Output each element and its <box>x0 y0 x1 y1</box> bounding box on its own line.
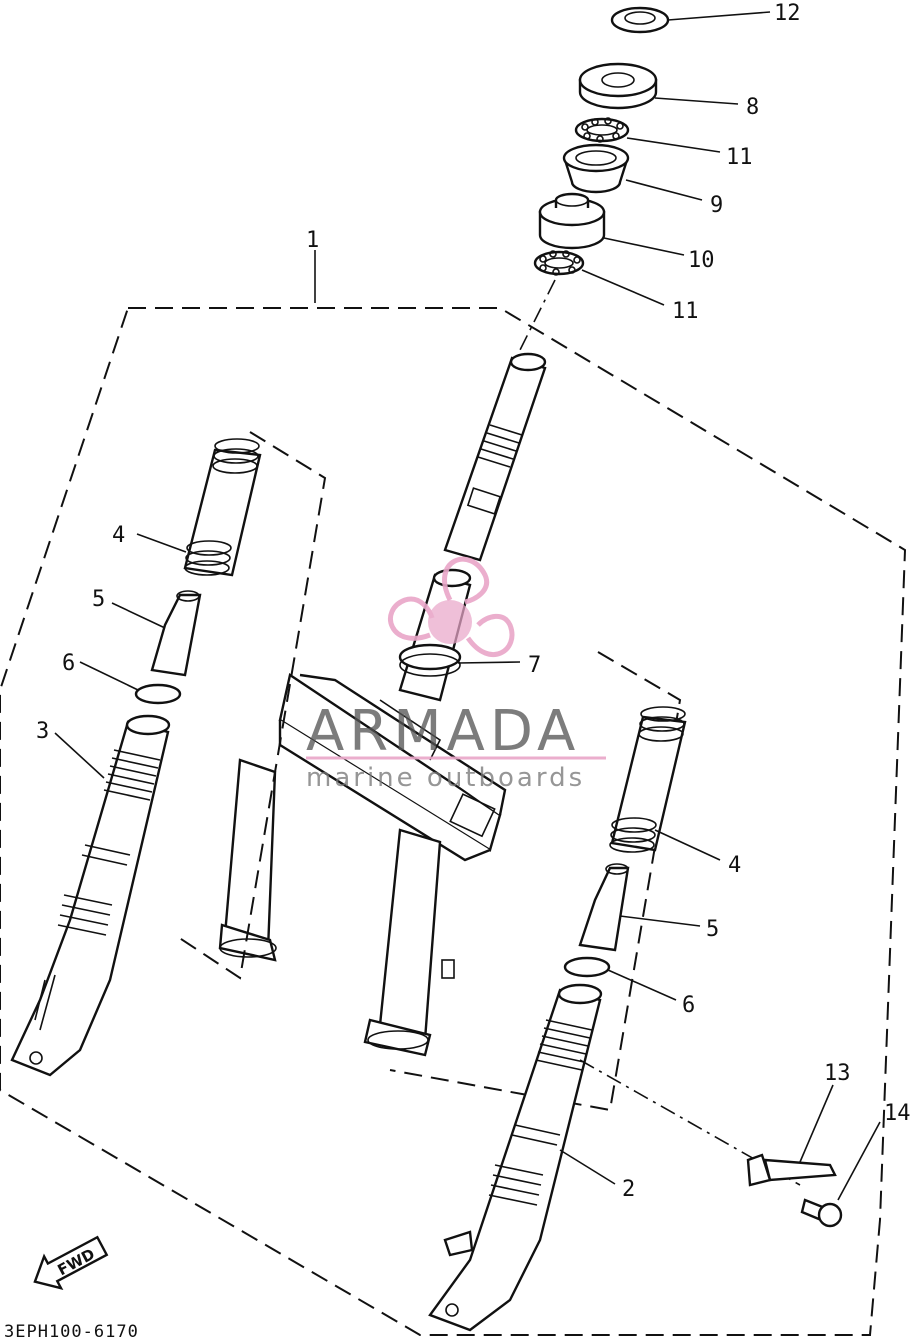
callout-3: 3 <box>36 719 49 744</box>
drawing-code: 3EPH100-6170 <box>4 1322 139 1341</box>
assembly-boundary <box>0 307 907 1336</box>
callout-5-left: 5 <box>92 587 105 612</box>
callout-12: 12 <box>774 1 801 26</box>
callout-4-right: 4 <box>728 853 741 878</box>
watermark-name: ARMADA <box>306 699 580 764</box>
bearing-race-10 <box>538 192 606 250</box>
under-bracket <box>218 673 507 1057</box>
callout-13: 13 <box>824 1061 851 1086</box>
steering-stem <box>398 352 547 702</box>
callout-6-left: 6 <box>62 651 75 676</box>
callout-4-left: 4 <box>112 523 125 548</box>
bracket-13 <box>746 1153 837 1187</box>
callout-11-upper: 11 <box>726 145 753 170</box>
bolt-14 <box>800 1198 843 1228</box>
spacer-5-left <box>150 590 202 677</box>
oring-6-right <box>563 956 611 978</box>
ball-bearing-11-upper <box>574 117 630 143</box>
callout-7: 7 <box>528 653 541 678</box>
callout-labels: 1 2 3 4 4 5 5 6 6 7 8 9 10 11 11 12 13 1… <box>36 1 911 1202</box>
watermark-tagline: marine outboards <box>306 763 585 793</box>
fwd-arrow: FWD <box>33 1235 109 1291</box>
spacer-5-right <box>578 863 630 952</box>
callout-6-right: 6 <box>682 993 695 1018</box>
inner-tube-box-left <box>174 431 327 980</box>
callout-11-lower: 11 <box>672 299 699 324</box>
callout-14: 14 <box>884 1101 911 1126</box>
callout-10: 10 <box>688 248 715 273</box>
leader-lines <box>54 11 881 1201</box>
callout-5-right: 5 <box>706 917 719 942</box>
armada-logo-watermark: ARMADA marine outboards <box>306 556 606 793</box>
callout-1: 1 <box>306 228 319 253</box>
outer-tube-2-right <box>428 983 603 1332</box>
inner-tube-box-right <box>389 651 682 1112</box>
callout-9: 9 <box>710 193 723 218</box>
callout-8: 8 <box>746 95 759 120</box>
callout-2: 2 <box>622 1177 635 1202</box>
bearing-race-8 <box>578 62 658 110</box>
spring-4-right <box>609 706 687 853</box>
locknut-12 <box>610 6 670 34</box>
outer-tube-3-left <box>10 714 171 1077</box>
propeller-icon <box>388 556 515 658</box>
spring-4-left <box>183 438 262 577</box>
stem-axis <box>514 279 556 361</box>
bearing-race-9 <box>562 143 630 194</box>
ball-bearing-11-lower <box>533 250 585 276</box>
oring-6-left <box>134 683 182 705</box>
